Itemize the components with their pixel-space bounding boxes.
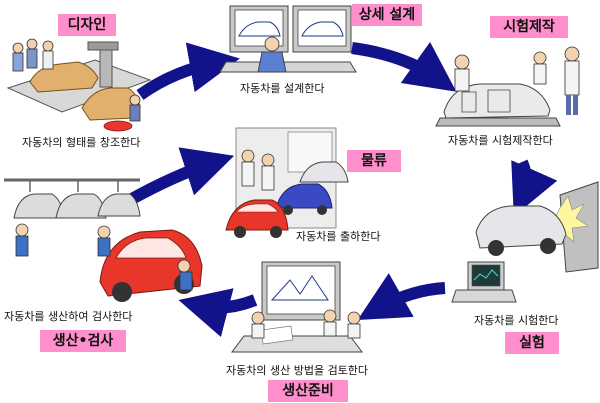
stage-tag-production-inspection: 생산•검사	[40, 330, 126, 352]
production-prep-illustration	[231, 261, 363, 353]
prototype-illustration	[435, 46, 580, 127]
arrow-detail-design-to-prototype	[351, 41, 457, 92]
arrow-production-to-logistics	[127, 147, 235, 206]
arrow-production-prep-to-production	[178, 288, 258, 337]
stage-tag-production-prep: 생산준비	[268, 380, 348, 402]
flow-arrows	[127, 41, 558, 337]
testing-illustration	[451, 181, 599, 303]
stage-caption-testing: 자동차를 시험한다	[474, 314, 559, 327]
logistics-illustration	[225, 127, 349, 238]
stage-caption-design: 자동차의 형태를 창조한다	[22, 136, 141, 149]
detail-design-illustration	[219, 5, 357, 73]
production-inspection-illustration	[4, 178, 203, 302]
arrow-testing-to-production-prep	[357, 273, 446, 320]
stage-caption-production-prep: 자동차의 생산 방법을 검토한다	[226, 364, 369, 377]
arrow-prototype-to-testing	[511, 159, 558, 217]
stage-caption-production-inspection: 자동차를 생산하여 검사한다	[4, 310, 133, 323]
stage-tag-logistics: 물류	[347, 150, 401, 172]
stage-caption-logistics: 자동차를 출하한다	[296, 230, 381, 243]
arrow-design-to-detail-design	[136, 42, 240, 100]
design-illustration	[6, 38, 152, 132]
stage-tag-detail-design: 상세 설계	[352, 4, 422, 26]
stage-tag-testing: 실험	[505, 332, 559, 354]
stage-tag-design: 디자인	[58, 14, 116, 36]
stage-caption-prototype: 자동차를 시험제작한다	[448, 134, 553, 147]
stage-tag-prototype: 시험제작	[490, 16, 568, 38]
stage-caption-detail-design: 자동차를 설계한다	[240, 82, 325, 95]
